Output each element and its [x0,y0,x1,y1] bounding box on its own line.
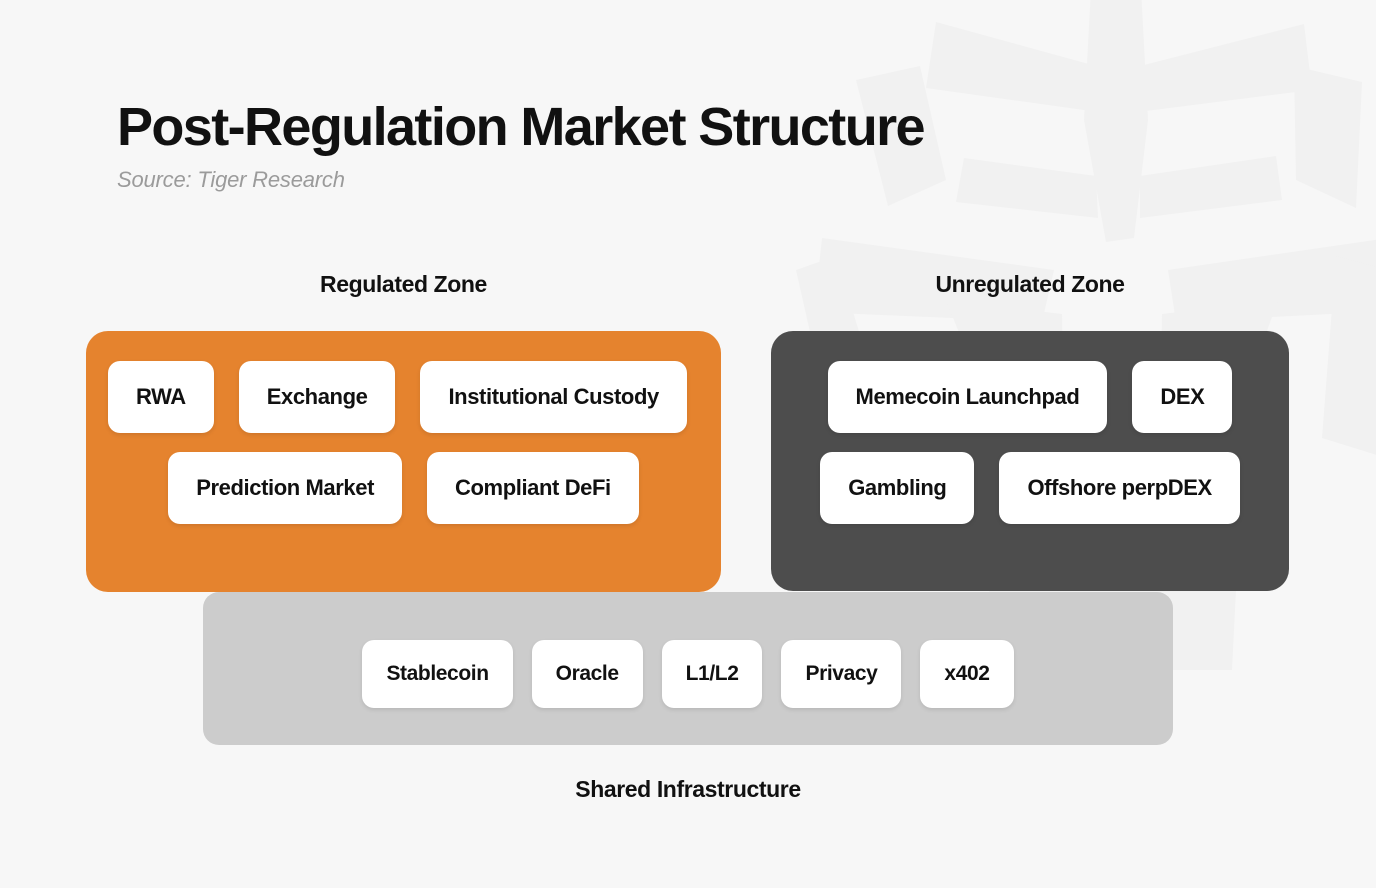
card-memecoin-launchpad[interactable]: Memecoin Launchpad [827,361,1108,433]
shared-card-oracle[interactable]: Oracle [531,639,643,708]
zone-row: Memecoin Launchpad DEX [793,361,1267,433]
shared-card-l1l2[interactable]: L1/L2 [661,639,763,708]
card-rwa[interactable]: RWA [108,361,214,433]
shared-card-privacy[interactable]: Privacy [781,639,902,708]
page-title: Post-Regulation Market Structure [117,97,926,157]
zone-row: RWA Exchange Institutional Custody [108,361,699,433]
zone-row: Prediction Market Compliant DeFi [108,452,699,524]
shared-card-stablecoin[interactable]: Stablecoin [362,639,513,708]
zone-label-regulated: Regulated Zone [320,271,487,297]
shared-infrastructure-band: Stablecoin Oracle L1/L2 Privacy x402 [203,592,1173,745]
card-prediction-market[interactable]: Prediction Market [168,452,403,524]
shared-card-x402[interactable]: x402 [920,639,1014,708]
card-offshore-perpdex[interactable]: Offshore perpDEX [999,452,1240,524]
zone-panel-regulated: RWA Exchange Institutional Custody Predi… [86,331,721,592]
card-compliant-defi[interactable]: Compliant DeFi [427,452,639,524]
zone-label-unregulated: Unregulated Zone [935,271,1125,297]
zone-row: Gambling Offshore perpDEX [793,452,1267,524]
card-institutional-custody[interactable]: Institutional Custody [420,361,687,433]
shared-infrastructure-caption: Shared Infrastructure [575,776,801,802]
card-gambling[interactable]: Gambling [820,452,975,524]
page-subtitle: Source: Tiger Research [117,167,345,193]
header: Post-Regulation Market Structure Source:… [117,98,1117,193]
card-exchange[interactable]: Exchange [238,361,396,433]
card-dex[interactable]: DEX [1132,361,1233,433]
zone-panel-unregulated: Memecoin Launchpad DEX Gambling Offshore… [771,331,1289,591]
